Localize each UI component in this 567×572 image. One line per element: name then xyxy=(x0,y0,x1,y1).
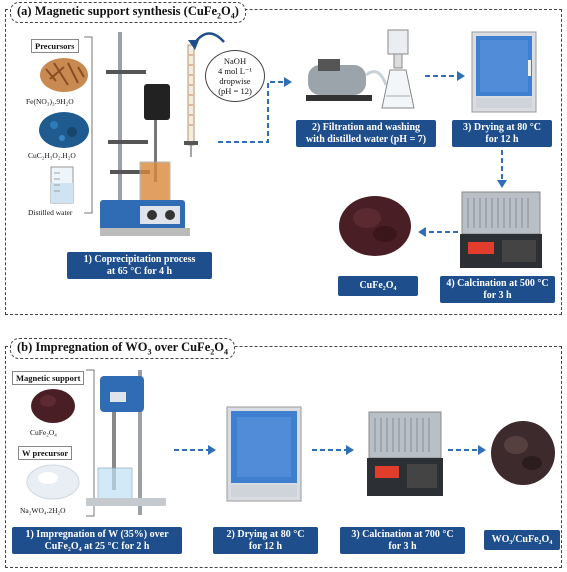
fe-nitrate-name: Fe(NO₃)₃.9H₂O xyxy=(26,97,74,106)
fe-nitrate-image xyxy=(40,58,88,92)
step-b3-label: 3) Calcination at 700 °C for 3 h xyxy=(340,527,465,554)
support-name: CuFe₂O₄ xyxy=(30,428,57,437)
calcination-furnace-a-image xyxy=(460,191,542,268)
cufe2o4-powder-image xyxy=(339,196,411,256)
panel-a-title: (a) Magnetic support synthesis (CuFe2O4) xyxy=(10,2,246,23)
calcination-furnace-b-image xyxy=(367,411,443,496)
arrow-a3-to-a4 xyxy=(497,150,507,188)
coprecipitation-apparatus xyxy=(100,32,190,236)
product-a-label: CuFe₂O₄ xyxy=(338,276,418,296)
step-b2-label: 2) Drying at 80 °C for 12 h xyxy=(213,527,318,554)
arrow-b3-to-product xyxy=(448,445,486,455)
w-precursor-image xyxy=(26,464,80,500)
panel-b xyxy=(5,346,562,568)
arrow-a1-to-a2 xyxy=(218,77,292,143)
wo3-cufe2o4-powder-image xyxy=(491,421,555,485)
cu-acetate-image xyxy=(39,112,89,148)
precursor-bracket xyxy=(84,36,93,214)
panel-b-bracket xyxy=(86,369,95,517)
arrow-a2-to-a3 xyxy=(425,71,465,81)
drying-oven-a-image xyxy=(471,31,537,113)
distilled-water-name: Distilled water xyxy=(28,208,73,217)
drying-oven-b-image xyxy=(226,406,302,502)
step-a4-label: 4) Calcination at 500 °C for 3 h xyxy=(440,276,555,303)
support-powder-image xyxy=(31,389,75,423)
arrow-b2-to-b3 xyxy=(312,445,354,455)
panel-b-title: (b) Impregnation of WO3 over CuFe2O4 xyxy=(10,338,235,359)
distilled-water-beaker xyxy=(50,166,74,204)
vacuum-pump-image xyxy=(306,59,388,101)
arrow-a4-to-product xyxy=(418,227,458,237)
w-precursor-label: W precursor xyxy=(18,446,73,460)
step-b1-label: 1) Impregnation of W (35%) over CuFe₂O₄ … xyxy=(12,527,182,554)
step-a1-label: 1) Coprecipitation process at 65 °C for … xyxy=(67,252,212,279)
arrow-b1-to-b2 xyxy=(174,445,216,455)
overhead-stirrer-image xyxy=(86,370,166,515)
filtration-flask-image xyxy=(381,29,415,109)
naoh-curved-arrow xyxy=(188,32,225,50)
cu-acetate-name: CuC₂H₃O₂.H₂O xyxy=(28,151,76,160)
step-a3-label: 3) Drying at 80 °C for 12 h xyxy=(452,120,552,147)
naoh-note: NaOH 4 mol L⁻¹ dropwise (pH = 12) xyxy=(205,50,265,102)
product-b-label: WO₃/CuFe₂O₄ xyxy=(484,530,560,550)
precursors-label: Precursors xyxy=(31,39,79,53)
w-precursor-name: Na₂WO₄.2H₂O xyxy=(20,506,66,515)
panel-a xyxy=(5,9,562,315)
step-a2-label: 2) Filtration and washing with distilled… xyxy=(296,120,436,147)
burette xyxy=(184,44,198,157)
magnetic-support-label: Magnetic support xyxy=(12,371,85,385)
